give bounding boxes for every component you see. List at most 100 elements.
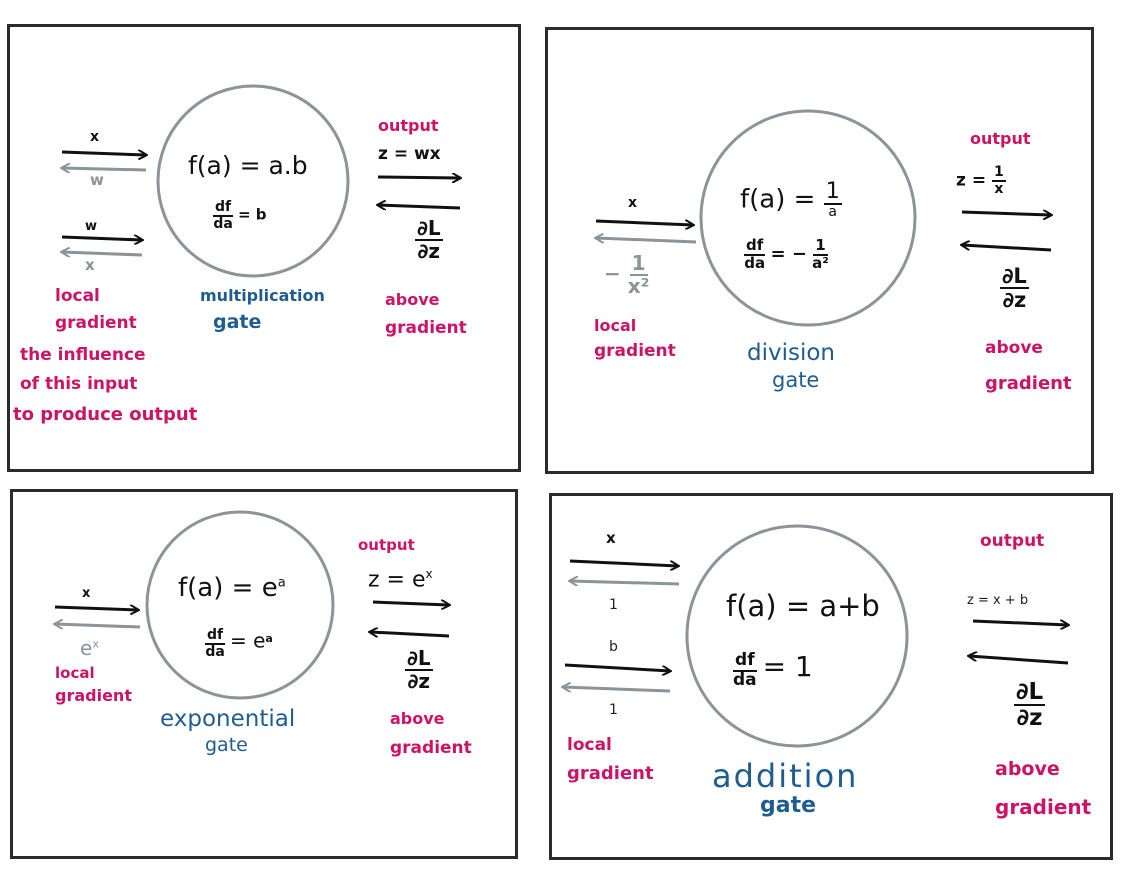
exp-function-lhs: f(a) = e	[178, 573, 278, 603]
add-derivative-num: df	[733, 650, 757, 672]
div-output-lhs: z =	[956, 170, 987, 191]
exp-derivative-value: = e	[230, 628, 266, 653]
mult-input-top-backward-label: w	[90, 171, 104, 189]
mult-input-bottom-forward-arrow	[61, 237, 142, 240]
div-gate-name: division	[747, 340, 836, 366]
exp-gate-name: exponential	[160, 706, 296, 732]
add-gate-name: addition	[712, 757, 859, 795]
add-output-backward-arrow	[969, 656, 1069, 665]
div-dl-dz: ∂L∂z	[1000, 265, 1029, 311]
exp-above-label: above	[390, 709, 445, 728]
div-backward-sign: −	[604, 261, 621, 286]
add-above-gradient-label: gradient	[995, 795, 1092, 819]
exp-dz: ∂z	[407, 669, 431, 693]
exponential-gate-circle	[145, 510, 335, 700]
add-local-gradient-label: gradient	[567, 763, 654, 784]
div-output-forward-arrow	[961, 212, 1051, 215]
mult-local-label: local	[55, 286, 100, 306]
exp-local-gradient-label: gradient	[55, 686, 132, 705]
exp-derivative-den: da	[205, 643, 225, 660]
mult-dl-dz: ∂L∂z	[415, 218, 443, 262]
exponential-gate-panel	[10, 489, 518, 859]
exp-input-forward-label: x	[82, 586, 91, 601]
div-derivative-den: da	[744, 253, 766, 272]
exp-gate-label: gate	[205, 734, 248, 756]
mult-input-top-backward-arrow	[62, 168, 147, 170]
mult-local-gradient-label: gradient	[55, 313, 137, 333]
add-input-bottom-forward-label: b	[609, 639, 618, 655]
mult-function: f(a) = a.b	[188, 151, 308, 180]
division-gate-circle	[699, 109, 917, 327]
mult-input-bottom-backward-arrow	[62, 252, 143, 255]
exp-dl-dz: ∂L∂z	[405, 648, 433, 692]
mult-derivative-value: = b	[238, 205, 267, 224]
mult-note-line-1: the influence	[20, 345, 146, 365]
mult-dl: ∂L	[415, 216, 443, 241]
div-derivative-value-num: 1	[813, 236, 828, 256]
add-input-top-forward-label: x	[606, 529, 616, 547]
add-input-top-backward-label: 1	[609, 597, 618, 613]
div-backward-den: x²	[627, 274, 650, 298]
exp-output-lhs: z = e	[368, 567, 426, 593]
add-output-label: output	[980, 531, 1045, 551]
mult-derivative-den: da	[213, 215, 233, 232]
exp-output-backward-arrow	[370, 632, 450, 638]
add-derivative-den: da	[733, 669, 757, 690]
mult-derivative-num: df	[213, 199, 234, 217]
div-input-forward-label: x	[628, 195, 638, 211]
exp-input-backward-value: ex	[80, 638, 99, 658]
add-gate-label: gate	[760, 793, 817, 818]
exp-backward-sup: x	[92, 637, 99, 651]
mult-gate-label: gate	[213, 311, 262, 333]
div-function-den: a	[828, 204, 837, 221]
division-gate-panel	[545, 27, 1094, 474]
addition-gate-panel	[549, 493, 1113, 860]
addition-gate-circle	[685, 524, 909, 748]
exp-input-forward-arrow	[54, 607, 138, 610]
exp-output-forward-arrow	[372, 602, 449, 605]
multiplication-gate-panel	[7, 24, 521, 472]
mult-input-bottom-forward-label: w	[85, 219, 98, 234]
div-output-label: output	[970, 129, 1031, 148]
div-gate-label: gate	[772, 368, 820, 392]
mult-output-backward-arrow	[378, 205, 461, 208]
exp-function: f(a) = ea	[178, 575, 286, 601]
exp-dl: ∂L	[405, 646, 433, 671]
mult-dz: ∂z	[417, 239, 441, 263]
mult-note-line-3: to produce output	[13, 404, 198, 425]
div-dl: ∂L	[1000, 264, 1029, 290]
add-dz: ∂z	[1016, 705, 1043, 732]
div-input-forward-arrow	[595, 219, 693, 225]
add-output-expression: z = x + b	[967, 593, 1029, 608]
mult-input-top-forward-label: x	[90, 129, 100, 145]
add-derivative-value: = 1	[762, 649, 813, 683]
add-function: f(a) = a+b	[726, 589, 880, 623]
add-input-bottom-backward-arrow	[563, 687, 671, 693]
mult-input-top-forward-arrow	[61, 152, 146, 155]
exp-above-gradient-label: gradient	[390, 738, 472, 758]
exp-input-backward-arrow	[55, 624, 141, 627]
exp-output-label: output	[358, 536, 415, 554]
div-function-lhs: f(a) =	[740, 184, 816, 215]
div-local-gradient-label: gradient	[594, 341, 676, 361]
exp-derivative-num: df	[205, 627, 226, 645]
mult-output-label: output	[378, 116, 439, 135]
add-local-label: local	[567, 735, 612, 755]
mult-output-forward-arrow	[377, 177, 460, 178]
div-output-backward-arrow	[962, 245, 1052, 252]
exp-derivative-sup: a	[265, 632, 273, 646]
div-above-gradient-label: gradient	[985, 373, 1072, 394]
div-derivative-num: df	[744, 236, 766, 256]
mult-gate-name: multiplication	[200, 286, 325, 305]
multiplication-gate-circle	[156, 84, 350, 278]
add-dl-dz: ∂L∂z	[1014, 680, 1046, 732]
mult-output-expression: z = wx	[378, 144, 441, 164]
div-backward-num: 1	[629, 251, 648, 276]
div-derivative-value-den: a²	[812, 253, 829, 272]
div-above-label: above	[985, 338, 1043, 358]
